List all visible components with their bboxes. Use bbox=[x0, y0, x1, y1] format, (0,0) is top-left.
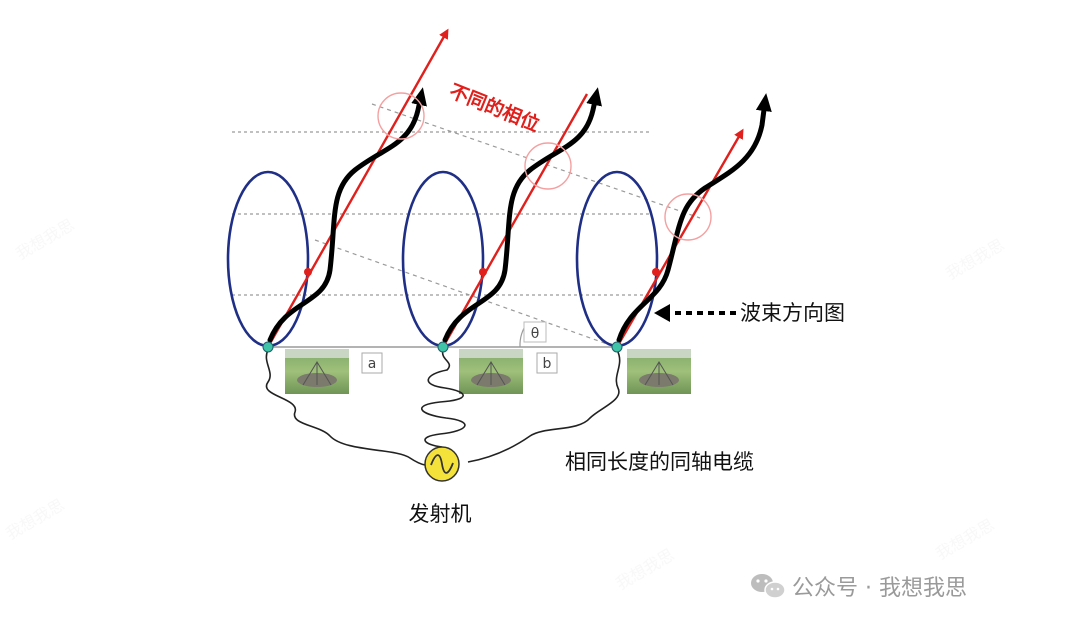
coax-cable-1 bbox=[265, 349, 426, 466]
site-photo-3 bbox=[627, 349, 691, 394]
svg-text:我想我思: 我想我思 bbox=[13, 215, 78, 263]
loop-antenna-1 bbox=[226, 170, 310, 348]
cable-label: 相同长度的同轴电缆 bbox=[565, 450, 754, 474]
loop-antenna-3 bbox=[575, 170, 659, 348]
box-b bbox=[536, 352, 558, 374]
box-a bbox=[361, 352, 383, 374]
wechat-icon bbox=[751, 574, 786, 599]
coax-cable-3 bbox=[467, 349, 621, 463]
theta-label: θ bbox=[531, 326, 540, 342]
box-a-label: a bbox=[368, 356, 377, 372]
phase-circle-1 bbox=[377, 92, 425, 140]
beam-axis-2 bbox=[441, 93, 589, 348]
intersection-dots bbox=[304, 268, 660, 276]
phase-circle-2 bbox=[524, 142, 572, 190]
wave-signal-2 bbox=[442, 87, 602, 343]
horizontal-reference-lines bbox=[232, 131, 652, 296]
sine-wave-icon bbox=[430, 454, 454, 474]
box-b-label: b bbox=[543, 356, 552, 372]
watermark-text: 公众号 · 我想我思 bbox=[792, 576, 967, 601]
svg-text:我想我思: 我想我思 bbox=[613, 545, 678, 593]
beam-axis-1 bbox=[266, 28, 449, 348]
phase-circles bbox=[377, 92, 712, 241]
transmitter bbox=[424, 446, 460, 482]
wave-signal-3 bbox=[616, 93, 772, 343]
theta-box bbox=[523, 321, 547, 343]
svg-text:我想我思: 我想我思 bbox=[3, 495, 68, 543]
loop-antennas bbox=[226, 170, 659, 348]
wave-signal-1 bbox=[267, 87, 427, 343]
beam-label: 波束方向图 bbox=[740, 301, 845, 325]
phase-circle-3 bbox=[664, 193, 712, 241]
svg-text:我想我思: 我想我思 bbox=[943, 235, 1008, 283]
wave-signals bbox=[267, 87, 772, 343]
site-photo-2 bbox=[459, 349, 523, 394]
feed-points bbox=[262, 341, 623, 353]
phase-label: 不同的相位 bbox=[446, 79, 543, 136]
site-photos bbox=[285, 349, 691, 394]
svg-text:我想我思: 我想我思 bbox=[933, 515, 998, 563]
coax-cables bbox=[265, 349, 621, 466]
site-photo-1 bbox=[285, 349, 349, 394]
beam-pointer-arrow-icon bbox=[654, 304, 670, 322]
transmitter-label: 发射机 bbox=[409, 502, 472, 526]
coax-cable-2 bbox=[420, 349, 466, 448]
footer-watermark: 公众号 · 我想我思 bbox=[751, 574, 967, 601]
loop-antenna-2 bbox=[401, 170, 485, 348]
